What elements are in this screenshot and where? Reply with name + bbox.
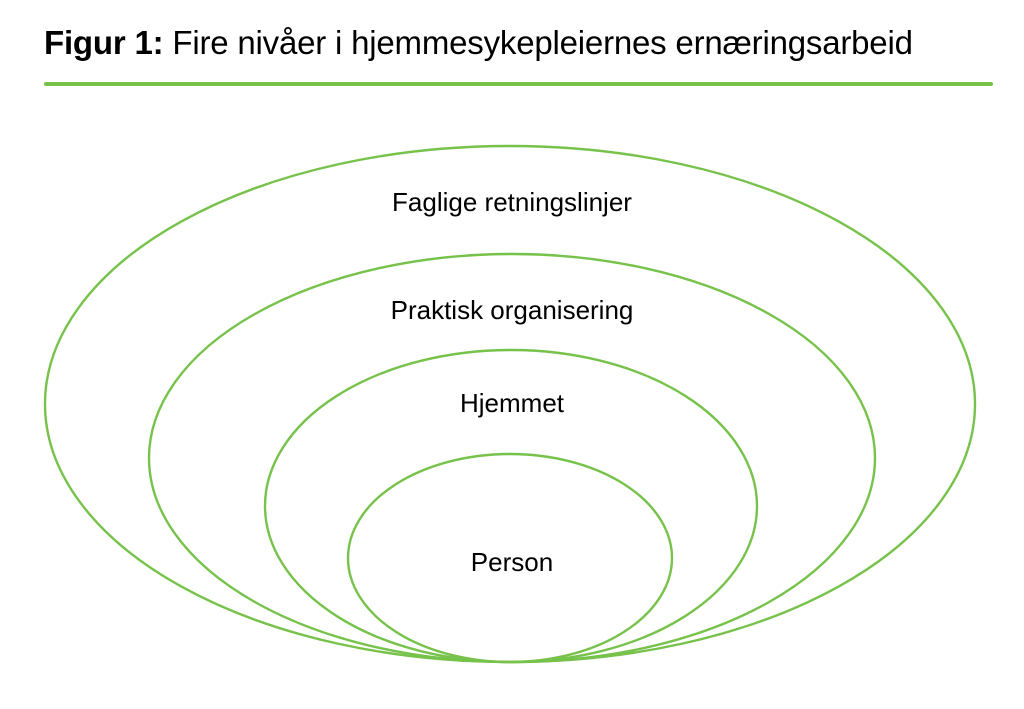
figure-title: Figur 1: Fire nivåer i hjemmesykepleiern… — [44, 24, 913, 62]
figure-caption-text: Fire nivåer i hjemmesykepleiernes ernæri… — [172, 24, 913, 61]
figure-number-label: Figur 1: — [44, 24, 164, 61]
level-4-label: Person — [470, 547, 554, 577]
title-underline-rule — [44, 82, 993, 86]
level-2-label: Praktisk organisering — [390, 295, 634, 325]
level-3-label: Hjemmet — [459, 388, 564, 418]
level-1-label: Faglige retningslinjer — [392, 187, 632, 217]
ellipse-level-4-person — [346, 452, 674, 664]
